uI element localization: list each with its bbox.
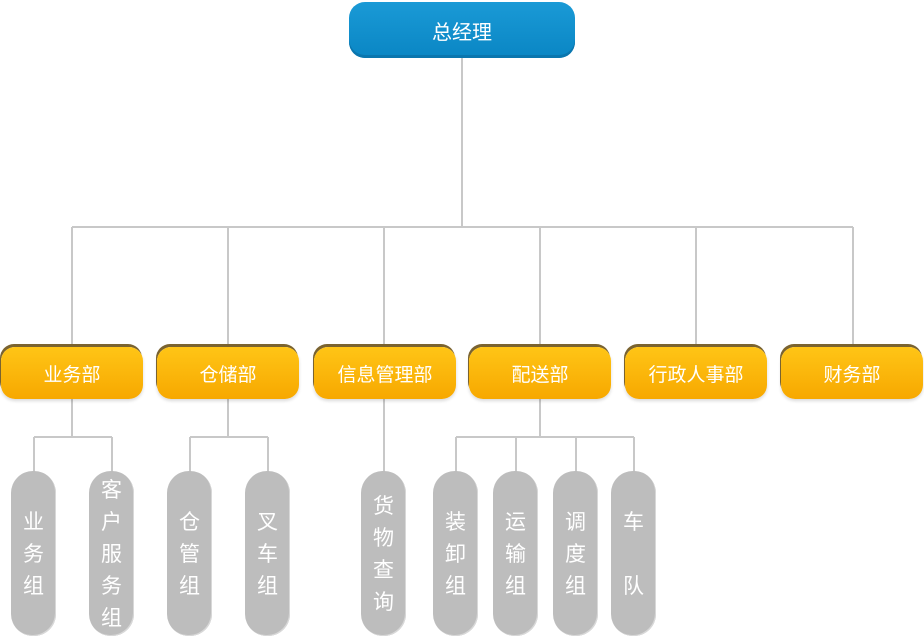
dept-information: 信息管理部 (314, 347, 456, 399)
dept-warehouse: 仓储部 (157, 347, 299, 399)
team-cargo-query: 货物查询 (361, 471, 406, 636)
team-label: 叉车组 (257, 509, 278, 598)
ceo-node: 总经理 (349, 2, 575, 58)
team-business: 业务组 (11, 471, 56, 636)
team-label: 客户服务组 (101, 477, 122, 630)
team-customer-service: 客户服务组 (89, 471, 134, 636)
team-fleet: 车队 (611, 471, 656, 636)
team-label: 装卸组 (445, 509, 466, 598)
dept-delivery: 配送部 (469, 347, 611, 399)
team-label: 调度组 (565, 509, 586, 598)
team-label: 车队 (623, 509, 644, 598)
team-forklift: 叉车组 (245, 471, 290, 636)
team-dispatch: 调度组 (553, 471, 598, 636)
team-label: 仓管组 (179, 509, 200, 598)
dept-finance: 财务部 (781, 347, 923, 399)
team-warehouse-mgmt: 仓管组 (167, 471, 212, 636)
team-transport: 运输组 (493, 471, 538, 636)
dept-business: 业务部 (1, 347, 143, 399)
team-label: 货物查询 (373, 493, 394, 614)
dept-admin-hr: 行政人事部 (625, 347, 767, 399)
team-loading: 装卸组 (433, 471, 478, 636)
team-label: 业务组 (23, 509, 44, 598)
team-label: 运输组 (505, 509, 526, 598)
